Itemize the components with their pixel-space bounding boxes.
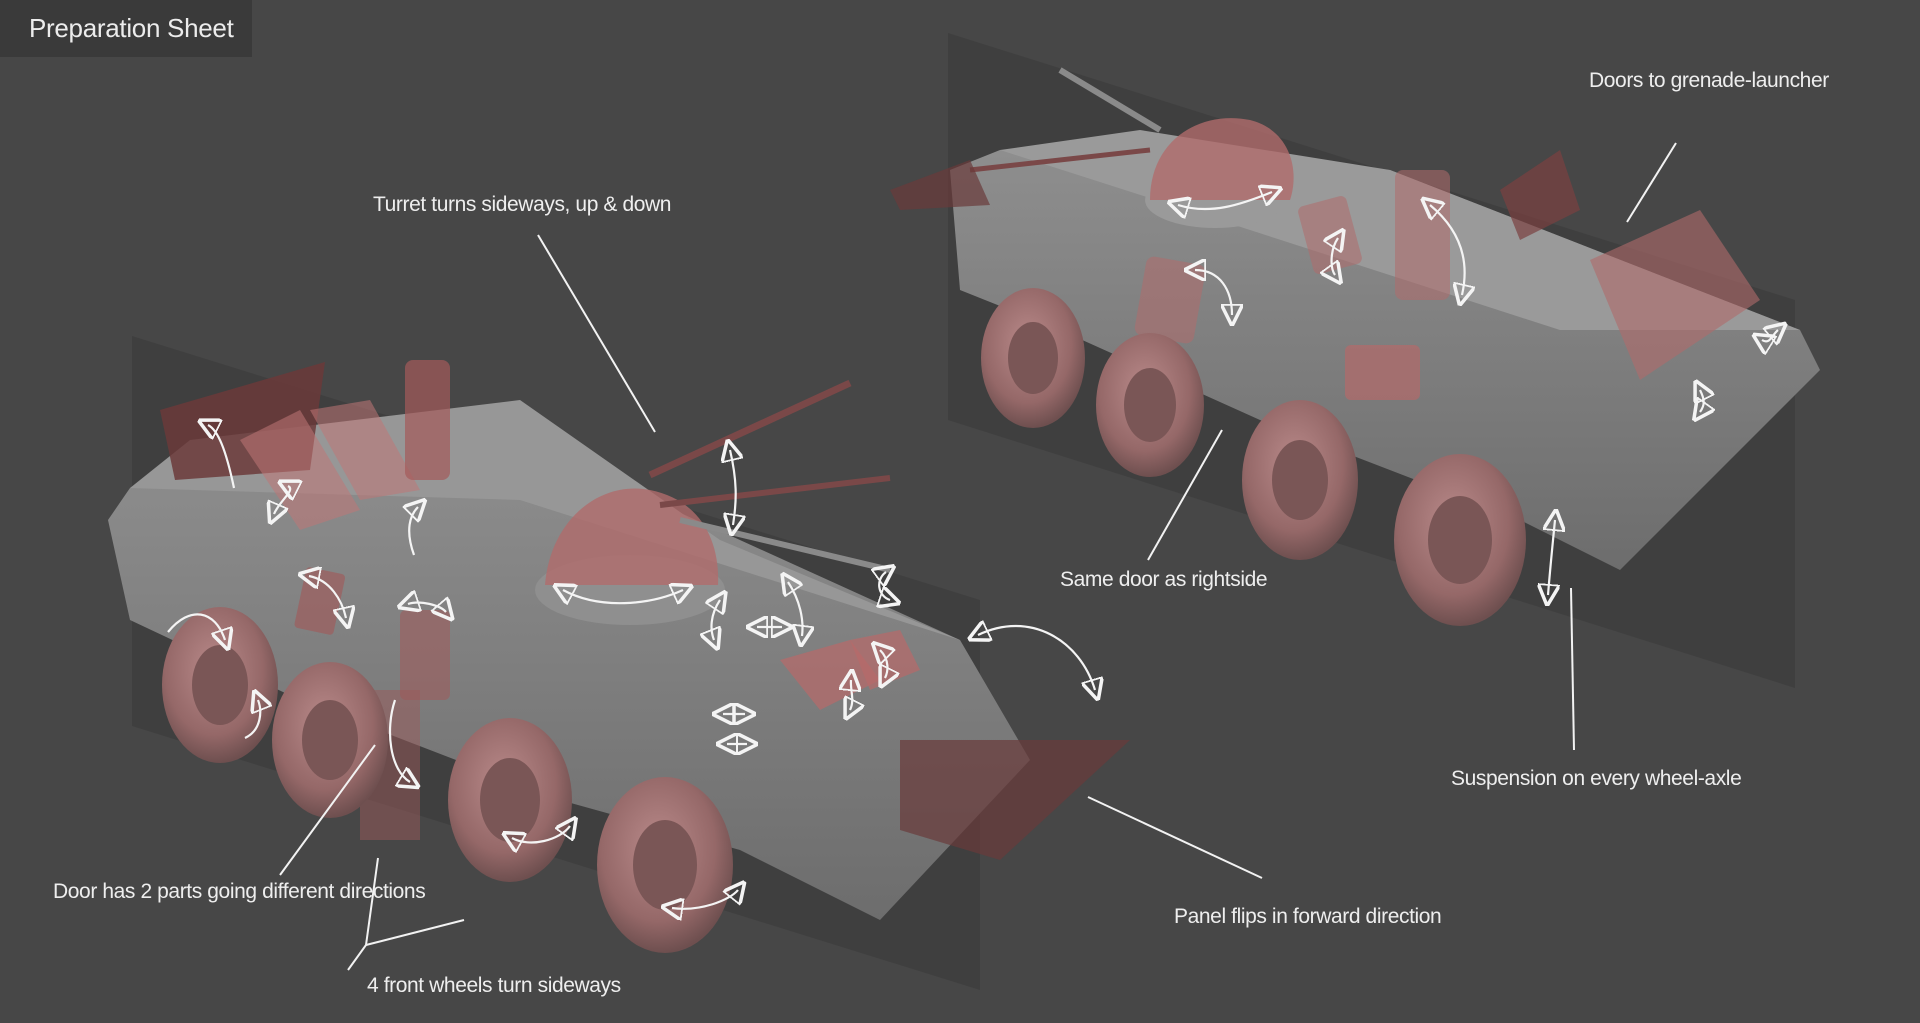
left-hatch-4	[405, 360, 450, 480]
left-vehicle-view	[108, 336, 1130, 990]
leader-suspension	[1570, 587, 1575, 751]
left-turret	[545, 488, 719, 585]
left-hull	[108, 440, 1030, 920]
right-barrel-2	[969, 147, 1151, 173]
leader-lines	[279, 142, 1677, 971]
annotation-suspension: Suspension on every wheel-axle	[1451, 767, 1742, 790]
left-hatch-2	[240, 410, 360, 530]
annotation-turret: Turret turns sideways, up & down	[373, 193, 672, 216]
right-grenade-doors	[1590, 210, 1760, 380]
left-barrel-1	[648, 379, 852, 479]
leader-door-two-parts	[279, 744, 376, 876]
right-lower-door	[1345, 345, 1420, 400]
annotation-same-door: Same door as rightside	[1060, 568, 1268, 591]
leader-grenade-doors	[1626, 142, 1677, 223]
right-barrel-1	[1058, 67, 1162, 133]
leader-same-door	[1147, 429, 1223, 561]
title-box: Preparation Sheet	[0, 0, 252, 57]
right-wheels	[981, 288, 1526, 626]
left-hull-top	[130, 400, 960, 640]
annotation-panel-flip: Panel flips in forward direction	[1174, 905, 1442, 928]
page-title: Preparation Sheet	[29, 13, 234, 43]
left-hatch-3	[310, 400, 420, 500]
left-barrel-2	[659, 475, 891, 508]
left-wheels	[162, 607, 733, 953]
right-vehicle-view	[890, 33, 1820, 688]
right-front-panel	[890, 160, 990, 210]
leader-front-wheels	[347, 857, 379, 971]
annotation-front-wheels: 4 front wheels turn sideways	[367, 974, 621, 997]
right-motion-arrows	[1178, 192, 1778, 595]
left-motion-arrows	[167, 425, 1095, 909]
left-front-panel	[900, 740, 1130, 860]
leader-turret	[537, 234, 656, 433]
left-front-door	[400, 610, 450, 700]
right-tall-door	[1395, 170, 1450, 300]
annotation-door-two-parts: Door has 2 parts going different directi…	[53, 880, 426, 903]
annotation-grenade-doors: Doors to grenade-launcher	[1589, 69, 1829, 92]
right-turret	[1150, 118, 1294, 200]
left-barrel-3	[679, 517, 891, 573]
leader-panel-flip	[1087, 796, 1263, 879]
right-rear-flaps	[1500, 150, 1580, 240]
